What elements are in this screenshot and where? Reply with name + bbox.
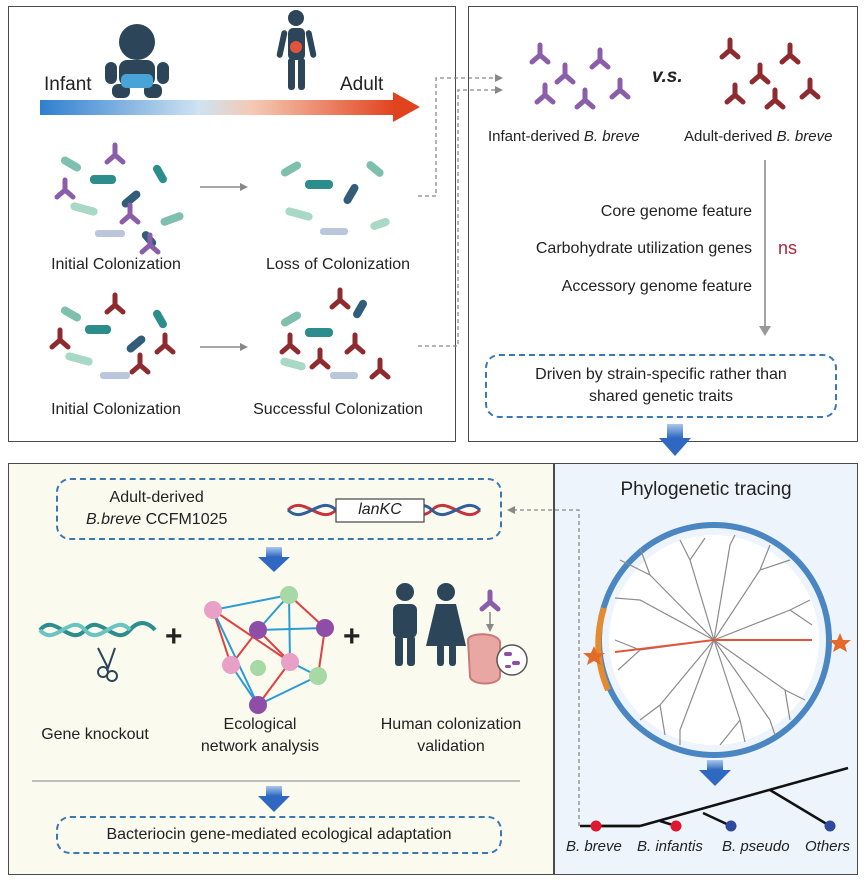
- gut-colonization-icon: [466, 592, 528, 685]
- strain-line-2: B.breve CCFM1025: [86, 509, 227, 531]
- tip-b-pseudo: [725, 820, 737, 832]
- adult-strain-species: B. breve: [776, 128, 833, 145]
- infant-label: Infant: [44, 74, 92, 95]
- infant-icon: [105, 24, 169, 98]
- panel-colonization: [8, 6, 456, 442]
- tip-others: [824, 820, 836, 832]
- vs-label: v.s.: [652, 66, 683, 87]
- phylogenetic-tree-circle: [595, 522, 832, 758]
- strain-species: B.breve: [86, 511, 142, 528]
- infant-strain-species: B. breve: [583, 128, 640, 145]
- gene-knockout-icon: [38, 621, 157, 682]
- final-conclusion-box: Bacteriocin gene-mediated ecological ada…: [56, 816, 502, 854]
- tip-label-b-infantis: B. infantis: [637, 838, 703, 855]
- tip-label-b-pseudo: B. pseudo: [722, 838, 790, 855]
- successful-colonization-label: Successful Colonization: [253, 401, 423, 418]
- feature-carbohydrate-genes: Carbohydrate utilization genes: [535, 240, 752, 257]
- gene-label: lanKC: [358, 501, 402, 518]
- species-tree: [580, 766, 849, 828]
- strain-gene-box: Adult-derived B.breve CCFM1025: [56, 478, 502, 540]
- star-marker-left: [583, 646, 605, 665]
- ecological-network-icon: [204, 586, 334, 714]
- initial-colonization-label-2: Initial Colonization: [51, 401, 181, 418]
- method-gene-knockout: Gene knockout: [41, 726, 149, 743]
- age-gradient-arrow: [40, 100, 395, 115]
- microbe-cluster-adult-1: [52, 295, 173, 379]
- tip-label-others: Others: [805, 838, 851, 855]
- method-human-colonization: Human colonization validation: [366, 714, 536, 758]
- phylogenetic-title: Phylogenetic tracing: [620, 479, 792, 500]
- star-marker-right: [829, 633, 851, 652]
- infant-strain-label: Infant-derived B. breve: [488, 128, 640, 145]
- tip-b-infantis: [670, 820, 682, 832]
- method-ecological-network: Ecological network analysis: [190, 714, 330, 758]
- adult-label: Adult: [340, 74, 384, 95]
- microbe-cluster-infant-1: [57, 145, 184, 252]
- method-2-line-2: network analysis: [200, 738, 320, 755]
- conclusion-line-1: Driven by strain-specific rather than: [535, 366, 787, 383]
- human-icons: [393, 583, 466, 666]
- adult-icon: [276, 10, 317, 90]
- plus-sign-1: +: [165, 620, 183, 653]
- conclusion-box-b: Driven by strain-specific rather than sh…: [485, 354, 837, 418]
- method-3-line-1: Human colonization: [380, 716, 522, 733]
- strain-id: CCFM1025: [141, 511, 228, 528]
- conclusion-line-2: shared genetic traits: [588, 388, 734, 405]
- plus-sign-2: +: [343, 620, 361, 653]
- down-arrow-b: [667, 424, 683, 438]
- strain-line-1: Adult-derived: [109, 489, 204, 506]
- final-conclusion-text: Bacteriocin gene-mediated ecological ada…: [106, 826, 452, 843]
- feature-accessory-genome: Accessory genome feature: [561, 278, 752, 295]
- microbe-cluster-adult-2: [279, 290, 388, 379]
- method-3-line-2: validation: [417, 738, 485, 755]
- feature-core-genome: Core genome feature: [600, 203, 752, 220]
- adult-strain-prefix: Adult-derived: [684, 128, 777, 145]
- initial-colonization-label-1: Initial Colonization: [51, 256, 181, 273]
- microbe-cluster-infant-2: [280, 161, 390, 235]
- loss-of-colonization-label: Loss of Colonization: [265, 256, 411, 273]
- tip-label-b-breve: B. breve: [566, 838, 622, 855]
- tip-b-breve: [590, 820, 602, 832]
- dna-gene-icon: [286, 498, 482, 523]
- infant-strain-prefix: Infant-derived: [488, 128, 584, 145]
- ns-label: ns: [778, 238, 798, 258]
- method-2-line-1: Ecological: [223, 716, 297, 733]
- adult-strain-label: Adult-derived B. breve: [684, 128, 832, 145]
